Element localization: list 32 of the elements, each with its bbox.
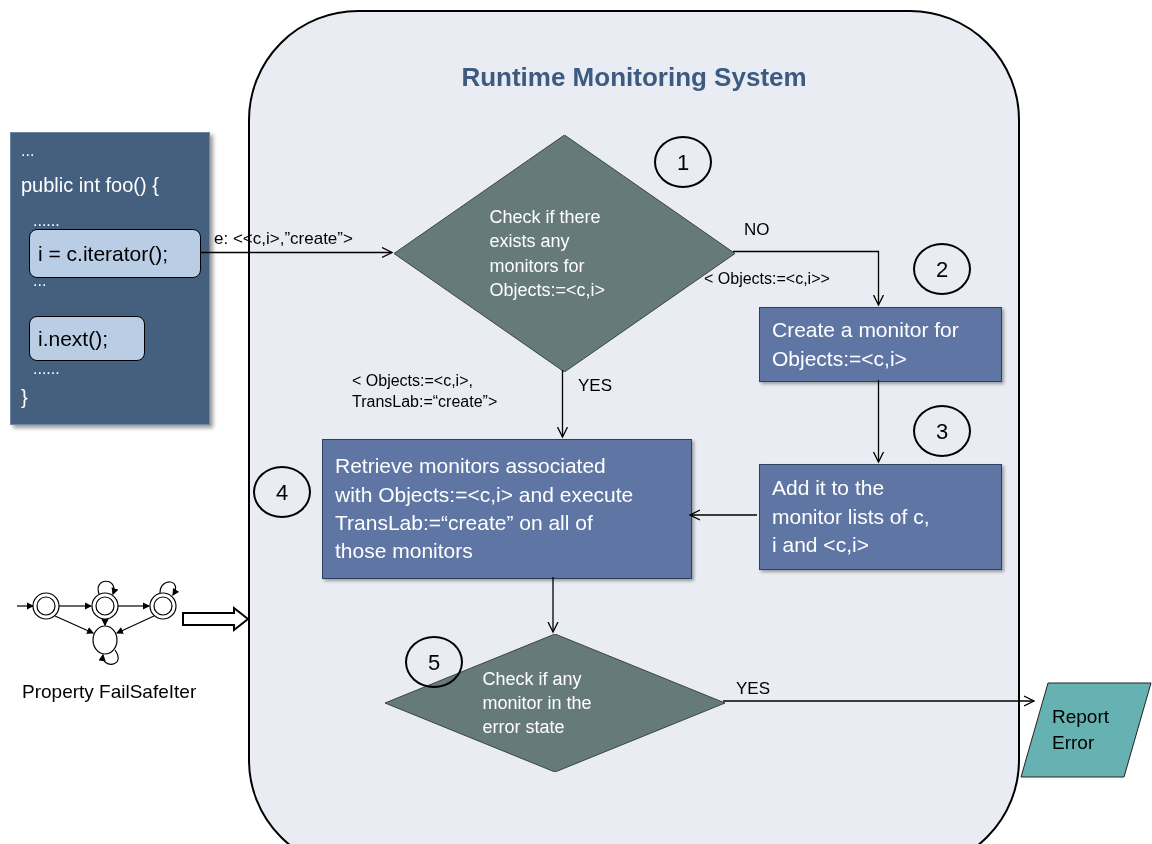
- edge-note: < Objects:=<c,i>, TransLab:=“create”>: [352, 371, 499, 412]
- arrow: [556, 369, 569, 438]
- step-number-circle: 4: [253, 466, 311, 518]
- code-statement: i.next();: [29, 316, 145, 361]
- process-box: Add it to the monitor lists of c, i and <c,i>: [759, 464, 1002, 570]
- block-arrow: [182, 605, 250, 633]
- code-line: public int foo() {: [21, 173, 159, 198]
- code-panel: [10, 132, 210, 425]
- property-caption: Property FailSafeIter: [22, 680, 197, 704]
- arrow: [689, 509, 758, 521]
- edge-label: YES: [736, 678, 771, 700]
- step-number-circle: 1: [654, 136, 712, 188]
- arrow: [199, 246, 393, 259]
- edge-label: NO: [744, 219, 770, 241]
- arrow: [722, 695, 1035, 707]
- process-box: Create a monitor for Objects:=<c,i>: [759, 307, 1002, 382]
- code-statement: i = c.iterator();: [29, 229, 201, 278]
- step-number-circle: 5: [405, 636, 463, 688]
- edge-label: YES: [578, 375, 613, 397]
- code-line: ...: [21, 141, 35, 161]
- code-line: ......: [33, 359, 60, 379]
- process-box: Retrieve monitors associated with Objects:=<c,i> and execute TransLab:=“create” on all of those monitors: [322, 439, 692, 579]
- arrow: [872, 379, 885, 463]
- panel-title: Runtime Monitoring System: [460, 61, 808, 94]
- code-line: }: [21, 385, 28, 410]
- arrow: [732, 250, 885, 306]
- code-line: ......: [33, 211, 60, 231]
- step-number-circle: 3: [913, 405, 971, 457]
- edge-note: < Objects:=<c,i>>: [704, 269, 830, 289]
- output-parallelogram: Report Error: [1020, 682, 1152, 778]
- arrow: [547, 576, 559, 633]
- step-number-circle: 2: [913, 243, 971, 295]
